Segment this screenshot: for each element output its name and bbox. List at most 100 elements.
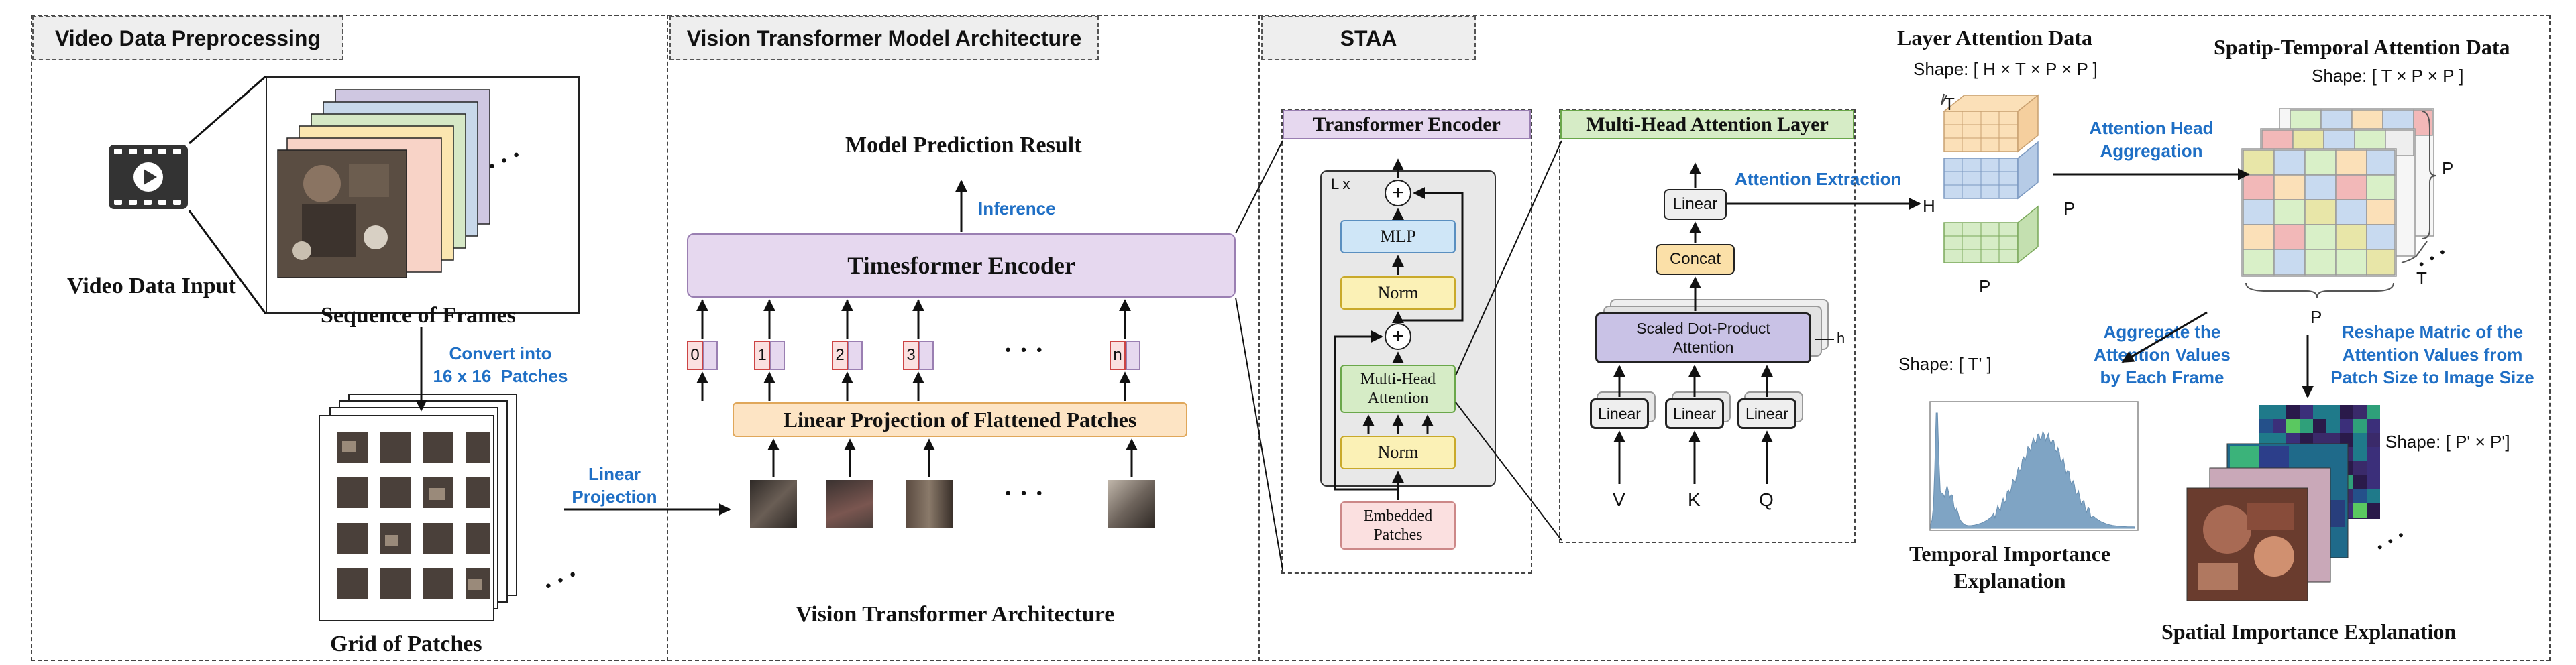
layer-attention-title: Layer Attention Data [1897,25,2092,50]
layer-t-label: T [1944,94,1955,114]
layer-attention-shape: Shape: [ H × T × P × P ] [1913,59,2098,79]
token-1: 1 [754,341,770,370]
heatmap-cell [2273,419,2286,433]
sdpa-box: Scaled Dot-Product Attention [1595,312,1811,363]
heatmap-cell [2353,447,2367,461]
patch-thumb-3 [906,480,953,528]
heatmap-cell [2353,489,2367,503]
mha-linear-top: Linear [1664,189,1727,220]
reshape-text: Reshape Matric of the Attention Values f… [2330,322,2534,387]
heatmap-cell [2326,405,2340,419]
heatmap-cell [2259,419,2273,433]
input-k-label: K [1688,489,1701,510]
heatmap-cell [2353,405,2367,419]
token-n: n [1110,341,1126,370]
heatmap-cell [2313,405,2326,419]
temporal-importance-label: Temporal Importance Explanation [1902,540,2117,594]
embedded-patches-box: Embedded Patches [1340,501,1456,550]
layer-attention-cube [1941,93,2040,264]
token-2: 2 [832,341,848,370]
token-n-embed [1126,341,1140,370]
frame-stack [277,89,490,278]
heatmap-cell [2313,419,2326,433]
patches-label: Grid of Patches [330,631,482,656]
st-p-bottom-label: P [2310,307,2322,327]
heatmap-cell [2367,489,2380,503]
temporal-shape: Shape: [ T' ] [1898,354,1992,374]
prediction-label: Model Prediction Result [845,133,1082,158]
norm-top-box: Norm [1340,276,1456,310]
input-v-label: V [1613,489,1625,510]
linear-projection-box: Linear Projection of Flattened Patches [733,402,1187,437]
token-2-embed [848,341,863,370]
convert-label: Convert into 16 x 16 Patches [427,342,574,387]
heatmap-cell [2367,461,2380,475]
st-p-right-label: P [2442,158,2454,178]
transformer-encoder-panel [1281,109,1532,574]
heatmap-cell [2353,475,2367,489]
temporal-histogram [1929,401,2139,531]
token-0: 0 [687,341,703,370]
vit-architecture-label: Vision Transformer Architecture [796,602,1115,627]
token-1-embed [770,341,785,370]
mlp-box: MLP [1340,220,1456,253]
token-3: 3 [903,341,919,370]
transformer-encoder-title: Transformer Encoder [1283,110,1531,139]
head-aggregation-label: Attention Head Aggregation [2074,117,2229,162]
heatmap-cell [2353,461,2367,475]
linear-projection-label: Linear Projection [561,463,668,508]
reshape-label: Reshape Matric of the Attention Values f… [2318,320,2546,389]
spatial-importance-label: Spatial Importance Explanation [2161,619,2457,644]
spatio-temporal-shape: Shape: [ T × P × P ] [2312,66,2464,86]
mha-linear-k: Linear [1665,398,1724,429]
section-title-vit: Vision Transformer Model Architecture [669,16,1099,60]
mha-linear-q: Linear [1737,398,1796,429]
heatmap-cell [2367,405,2380,419]
patch-thumb-1 [750,480,797,528]
heatmap-cell [2300,405,2313,419]
heatmap-cell [2259,405,2273,419]
timesformer-encoder: Timesformer Encoder [687,233,1236,298]
token-0-embed [703,341,718,370]
sdpa-h-label: h [1837,330,1845,347]
temporal-importance-text: Temporal Importance Explanation [1909,542,2111,593]
linear-projection-text: Linear Projection [572,464,657,507]
heatmap-cell [2286,405,2300,419]
section-title-video: Video Data Preprocessing [32,16,343,60]
patch-thumb-n [1108,480,1155,528]
heatmap-cell [2367,447,2380,461]
token-3-embed [919,341,934,370]
frames-label: Sequence of Frames [321,303,516,328]
outer-frame [31,15,2551,661]
frames-panel [266,76,580,314]
spatial-heatmap-stack [2186,405,2380,601]
token-dots: · · · [1004,335,1044,365]
plus-mid: + [1385,323,1411,350]
head-aggregation-text: Attention Head Aggregation [2089,118,2214,161]
heatmap-cell [2367,433,2380,447]
st-t-label: T [2416,268,2427,288]
inference-label: Inference [978,198,1056,219]
heatmap-cell [2300,419,2313,433]
patch-thumb-dots: · · · [1004,478,1044,508]
mha-panel-title: Multi-Head Attention Layer [1560,110,1854,139]
heatmap-cell [2367,419,2380,433]
mha-box-text: Multi-Head Attention [1360,371,1436,407]
heatmap-cell [2273,405,2286,419]
spatio-temporal-grid [2241,108,2437,298]
spatio-temporal-title: Spatip-Temporal Attention Data [2214,35,2510,59]
heatmap-cell [2326,419,2340,433]
sdpa-text: Scaled Dot-Product Attention [1636,320,1770,356]
heatmap-cell [2340,419,2353,433]
attention-extraction-label: Attention Extraction [1735,169,1902,189]
mha-concat: Concat [1656,244,1735,275]
patch-thumb-2 [826,480,873,528]
heatmap-cell [2353,433,2367,447]
layer-p-side-label: P [2063,198,2076,219]
patch-grid-stack [319,394,517,621]
mha-linear-v: Linear [1590,398,1649,429]
temporal-histogram-area [1930,412,2135,529]
repeat-label: L x [1331,176,1350,192]
input-q-label: Q [1759,489,1774,510]
layer-h-label: H [1923,196,1935,216]
